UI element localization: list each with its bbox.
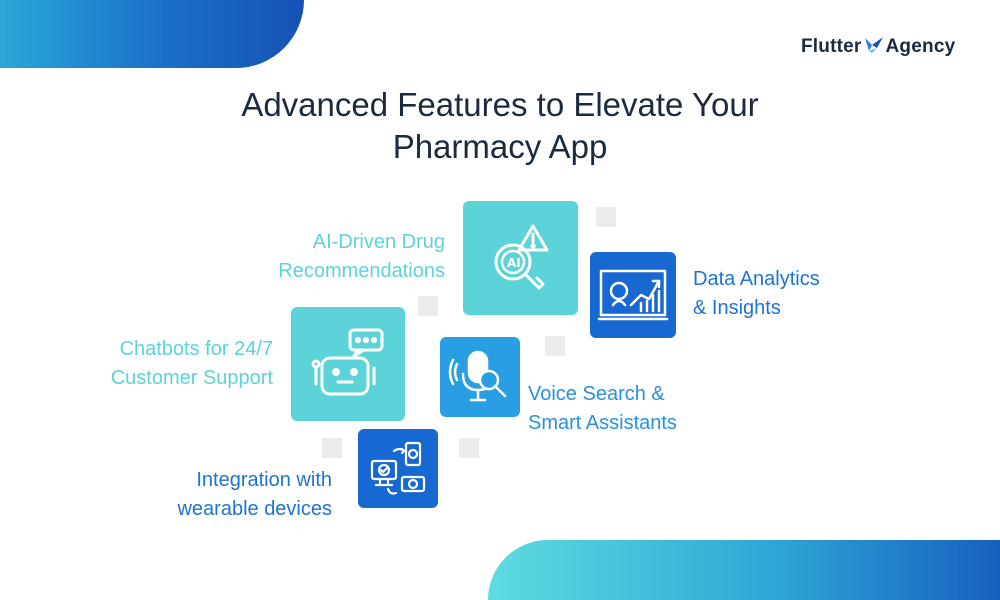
ai-search-icon: AI [494, 224, 548, 290]
decor-square [418, 296, 438, 316]
brand-name-part2: Agency [885, 36, 956, 57]
ai-drug-tile: AI [463, 201, 578, 315]
top-left-corner-shape [0, 0, 304, 68]
feature-label-line: Customer Support [110, 367, 273, 389]
feature-label-line: Chatbots for 24/7 [119, 338, 273, 360]
feature-label-ai-drug: AI-Driven Drug Recommendations [230, 228, 445, 286]
feature-label-line: wearable devices [177, 498, 332, 520]
svg-text:AI: AI [507, 256, 521, 270]
feature-label-line: Recommendations [278, 260, 445, 282]
title-line-2: Pharmacy App [392, 128, 608, 165]
decor-square [545, 336, 565, 356]
wearable-devices-icon [370, 441, 426, 495]
decor-square [596, 207, 616, 227]
analytics-chart-icon [597, 269, 669, 321]
data-analytics-tile [590, 252, 676, 338]
brand-logo: Flutter Agency [801, 36, 955, 58]
voice-search-icon [448, 350, 507, 402]
feature-label-line: Integration with [196, 469, 332, 491]
page-title: Advanced Features to Elevate Your Pharma… [100, 84, 900, 168]
voice-search-tile [440, 337, 520, 417]
decor-square [322, 438, 342, 458]
feature-label-line: AI-Driven Drug [312, 231, 445, 253]
feature-label-voice-search: Voice Search & Smart Assistants [528, 380, 677, 438]
feature-label-line: Voice Search & [528, 383, 665, 405]
feature-label-data-analytics: Data Analytics & Insights [693, 265, 820, 323]
feature-label-line: Data Analytics [693, 268, 820, 290]
feature-label-wearables: Integration with wearable devices [120, 466, 332, 524]
hummingbird-logo-icon [864, 37, 883, 53]
feature-label-line: Smart Assistants [528, 412, 677, 434]
wearables-tile [358, 429, 438, 508]
title-line-1: Advanced Features to Elevate Your [241, 86, 759, 123]
brand-name-part1: Flutter [801, 36, 862, 57]
bottom-right-corner-shape [488, 540, 1000, 600]
feature-label-chatbots: Chatbots for 24/7 Customer Support [60, 335, 273, 393]
chatbot-robot-icon [311, 328, 384, 396]
feature-label-line: & Insights [693, 297, 781, 319]
decor-square [459, 438, 479, 458]
chatbot-tile [291, 307, 405, 421]
